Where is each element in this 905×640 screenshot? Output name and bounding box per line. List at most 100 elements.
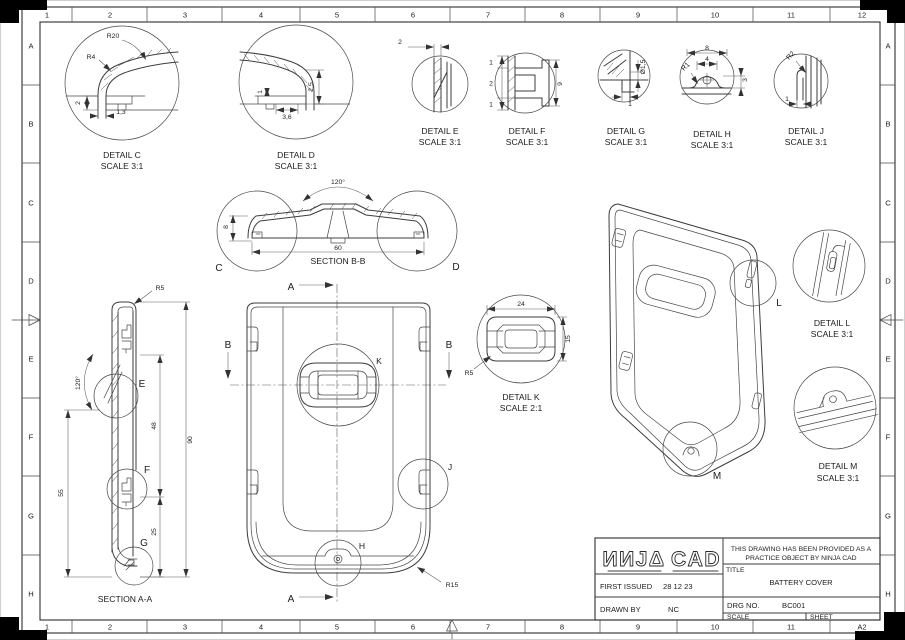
grid-row: A xyxy=(885,42,891,51)
detail-g-scale: SCALE 3:1 xyxy=(605,137,648,147)
grid-row: C xyxy=(28,199,34,208)
grid-row: G xyxy=(28,512,34,521)
detail-g-marker: G xyxy=(140,538,148,549)
radius-label: R1 xyxy=(680,61,691,72)
disclaimer-line1: THIS DRAWING HAS BEEN PROVIDED AS A xyxy=(731,546,872,553)
detail-f-view: 1 2 1 9 DETAIL F SCALE 3:1 xyxy=(489,52,564,147)
detail-e-scale: SCALE 3:1 xyxy=(419,137,462,147)
grid-row: B xyxy=(28,120,33,129)
detail-l-view: DETAIL L SCALE 3:1 xyxy=(792,229,866,339)
detail-k-scale: SCALE 2:1 xyxy=(500,403,543,413)
detail-d-view: 2,5 3,6 1 DETAIL D SCALE 3:1 xyxy=(238,24,354,171)
dim-label: 24 xyxy=(517,301,525,308)
detail-h-scale: SCALE 3:1 xyxy=(691,140,734,150)
grid-col: 7 xyxy=(486,11,490,20)
border-labels-left: A B C D E F G H xyxy=(28,42,34,599)
front-view: A A B B K J H R15 xyxy=(225,282,459,605)
detail-f-marker: F xyxy=(144,465,150,476)
grid-col: 4 xyxy=(259,11,263,20)
dim-label: 2 xyxy=(489,81,493,88)
section-cut-a-bottom: A xyxy=(288,594,295,605)
angle-label: 120° xyxy=(74,376,82,390)
dim-label: 2 xyxy=(75,101,82,105)
grid-row: D xyxy=(28,277,34,286)
grid-col: 9 xyxy=(636,623,640,632)
detail-g-view: Ø1,5 1 DETAIL G SCALE 3:1 xyxy=(597,49,651,147)
grid-row: E xyxy=(885,355,890,364)
detail-j-title: DETAIL J xyxy=(788,126,824,136)
grid-col: 2 xyxy=(108,11,112,20)
detail-c-scale: SCALE 3:1 xyxy=(101,161,144,171)
border-labels-top: 1 2 3 4 5 6 7 8 9 10 11 12 xyxy=(45,11,866,20)
grid-row: G xyxy=(885,512,891,521)
detail-l-marker: L xyxy=(776,298,782,309)
detail-m-scale: SCALE 3:1 xyxy=(817,473,860,483)
grid-col: 3 xyxy=(183,623,187,632)
grid-col: 1 xyxy=(45,11,49,20)
dim-label: 8 xyxy=(705,45,709,52)
dim-label: 60 xyxy=(334,245,342,252)
grid-row: E xyxy=(28,355,33,364)
section-cut-b-right: B xyxy=(446,340,453,351)
angle-label: 120° xyxy=(331,178,345,186)
detail-d-title: DETAIL D xyxy=(277,150,315,160)
grid-col: 7 xyxy=(486,623,490,632)
radius-label: R20 xyxy=(107,33,120,40)
grid-col: 12 xyxy=(858,11,866,20)
dim-label: 48 xyxy=(151,422,158,430)
dim-label: 1 xyxy=(785,96,789,103)
detail-e-title: DETAIL E xyxy=(421,126,459,136)
radius-label: R15 xyxy=(446,582,459,589)
first-issued-date: 28 12 23 xyxy=(663,582,693,591)
grid-row: F xyxy=(29,433,34,442)
detail-m-title: DETAIL M xyxy=(819,461,858,471)
detail-l-scale: SCALE 3:1 xyxy=(811,329,854,339)
dim-label: 90 xyxy=(187,436,194,444)
detail-e-view: 2 DETAIL E SCALE 3:1 xyxy=(398,39,469,147)
title-block: ИИJΔ CAD THIS DRAWING HAS BEEN PROVIDED … xyxy=(594,537,881,621)
detail-c-view: R20 R4 2 1,3 DETAIL C SCALE 3:1 xyxy=(64,25,180,171)
detail-f-title: DETAIL F xyxy=(509,126,546,136)
detail-k-view: 24 15 R5 DETAIL K SCALE 2:1 xyxy=(465,294,572,413)
drawing-title: BATTERY COVER xyxy=(769,578,833,587)
detail-m-view: DETAIL M SCALE 3:1 xyxy=(793,366,878,483)
drawn-by-label: DRAWN BY xyxy=(600,605,641,614)
grid-row: B xyxy=(885,120,890,129)
dim-label: 1 xyxy=(489,60,493,67)
grid-col: 11 xyxy=(787,11,795,20)
dim-label: 25 xyxy=(151,528,158,536)
section-cut-a-top: A xyxy=(288,282,295,293)
title-label: TITLE xyxy=(726,567,745,574)
detail-d-marker: D xyxy=(452,262,459,273)
radius-label: R5 xyxy=(156,285,165,292)
dim-label: 1 xyxy=(628,101,632,108)
section-bb-title: SECTION B-B xyxy=(311,256,366,266)
section-bb-view: 120° 8 60 C D SECTION B-B xyxy=(215,178,459,274)
detail-h-marker: H xyxy=(359,541,365,551)
section-aa-view: R5 120° 55 48 90 25 E F G SECTION A-A xyxy=(58,285,194,604)
detail-j-view: R2 1 DETAIL J SCALE 3:1 xyxy=(773,50,829,147)
detail-c-marker: C xyxy=(215,263,222,274)
grid-col: 5 xyxy=(335,11,339,20)
grid-row: H xyxy=(28,590,33,599)
detail-c-title: DETAIL C xyxy=(103,150,141,160)
drawn-by-value: NC xyxy=(668,605,679,614)
dim-label: 2,5 xyxy=(308,82,315,92)
dim-label: Ø1,5 xyxy=(640,59,647,74)
grid-row: A xyxy=(28,42,34,51)
scale-label: SCALE xyxy=(727,614,750,621)
dim-label: 15 xyxy=(565,335,572,343)
grid-col: 6 xyxy=(411,11,415,20)
grid-col: 5 xyxy=(335,623,339,632)
border-labels-bottom: 1 2 3 4 5 6 7 8 9 10 11 A2 xyxy=(45,623,867,632)
detail-j-marker: J xyxy=(448,462,452,472)
grid-col: 6 xyxy=(411,623,415,632)
dim-label: 2 xyxy=(398,39,402,46)
grid-col: 2 xyxy=(108,623,112,632)
detail-h-view: 8 4 R1 3 DETAIL H SCALE 3:1 xyxy=(679,45,749,150)
grid-row: H xyxy=(885,590,890,599)
drg-no-value: BC001 xyxy=(782,601,805,610)
